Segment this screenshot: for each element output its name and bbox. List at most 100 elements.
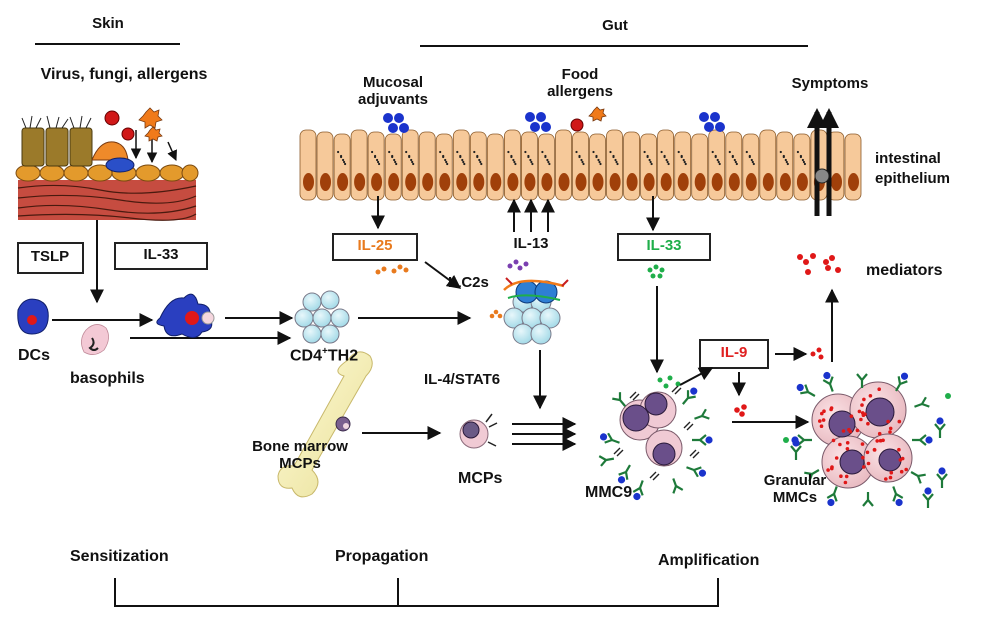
antibody (826, 486, 838, 507)
antibody (804, 469, 820, 482)
granule (868, 394, 873, 398)
antibody (936, 467, 948, 488)
epithelial-nucleus (422, 173, 434, 191)
granule (866, 421, 870, 426)
granule (872, 447, 877, 452)
granule (845, 441, 850, 445)
granule-dot (799, 155, 803, 159)
epithelial-nucleus (626, 173, 638, 191)
granule-dot (461, 158, 464, 162)
granule (843, 480, 848, 485)
epithelial-nucleus (779, 173, 791, 191)
granule-dot (411, 160, 414, 164)
granule (888, 475, 893, 480)
epithelial-nucleus (848, 173, 859, 191)
epithelial-nucleus (388, 173, 400, 191)
gut-il33-box (617, 233, 711, 261)
granule-dot (665, 158, 668, 162)
granule (829, 406, 834, 410)
granule (904, 467, 908, 472)
epithelial-nucleus (337, 173, 349, 191)
granule-dot (578, 155, 581, 159)
granule-dot (802, 160, 806, 164)
granule (899, 469, 904, 474)
granule (898, 458, 903, 462)
granule-dot (514, 162, 517, 166)
il9-particles (734, 347, 824, 417)
granule (820, 411, 824, 416)
granule-dot (445, 160, 448, 164)
granule (888, 426, 893, 431)
granule-dot (609, 150, 612, 154)
bm-line2: MCPs (279, 455, 321, 473)
propagation-label: Propagation (335, 548, 429, 565)
granule-dot (599, 162, 602, 166)
granule (875, 439, 879, 443)
epithelial-nucleus (694, 173, 706, 191)
granule-dot (376, 158, 379, 162)
sensitization-label: Sensitization (70, 548, 169, 565)
dc-cell (17, 298, 49, 335)
antibody (790, 439, 802, 460)
mast-cell-nucleus (839, 449, 865, 475)
mmc9-to-il9-arrow (679, 367, 714, 386)
antibody (692, 434, 713, 446)
granule-dot (343, 160, 346, 164)
granule-dot (711, 150, 714, 154)
granule-dot (575, 150, 578, 154)
granule-dot (546, 158, 549, 162)
granule-dot (717, 160, 720, 164)
il25-label: IL-25 (357, 237, 393, 254)
granule (884, 477, 888, 481)
granular-antibodies (783, 371, 951, 508)
granule-dot (595, 155, 598, 159)
granule-dot (405, 150, 408, 154)
cd4-superscript: + (322, 346, 328, 357)
mucosal-line1: Mucosal (362, 74, 423, 91)
antibody (612, 392, 626, 407)
granule-dot (547, 160, 550, 164)
mast-cell-nucleus (878, 448, 902, 472)
granule-dot (393, 158, 396, 162)
granule (861, 455, 865, 460)
granule (865, 450, 870, 455)
granule-dot (734, 160, 737, 164)
receptor-mark (613, 447, 624, 457)
granule-dot (342, 158, 345, 162)
granule-dot (394, 160, 397, 164)
il4-stat6-label: IL-4/STAT6 (424, 371, 501, 388)
granule-dot (408, 155, 411, 159)
il33-particle (945, 393, 951, 399)
granule-dot (731, 155, 734, 159)
skin-il33-label: IL-33 (143, 246, 179, 263)
granule-dot (660, 150, 663, 154)
granule (860, 403, 864, 407)
cd4-prefix: CD4 (290, 347, 323, 365)
granule-dot (439, 150, 442, 154)
granule-dot (598, 160, 601, 164)
granule-dot (531, 162, 534, 166)
epithelial-nucleus (575, 173, 587, 191)
mmc9-antibodies (598, 385, 713, 501)
th2-cell-cluster (294, 290, 350, 344)
il9-box (699, 339, 769, 369)
granule (848, 429, 853, 434)
antibody (892, 486, 904, 507)
mast-cell-nucleus (865, 397, 895, 427)
granule (819, 424, 824, 429)
mucosal-line2: adjuvants (357, 91, 429, 109)
epithelial-nucleus (473, 173, 485, 191)
granule (877, 387, 881, 392)
epithelial-nucleus (320, 173, 331, 191)
receptor-mark (683, 421, 694, 431)
granule (839, 474, 843, 479)
epithelial-nucleus (524, 173, 536, 191)
basophil-cell (81, 324, 109, 355)
granule (862, 397, 866, 402)
granule-dot (529, 158, 532, 162)
